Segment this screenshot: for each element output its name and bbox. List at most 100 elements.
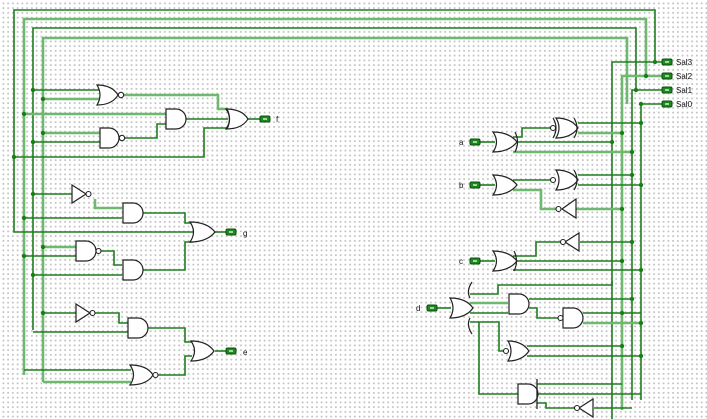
not-gate[interactable]	[577, 397, 594, 419]
not-gate[interactable]	[563, 231, 580, 253]
input-pin-a[interactable]	[469, 138, 481, 146]
junction-dot	[40, 130, 46, 136]
inversion-bubble	[89, 309, 96, 317]
xnor-gate[interactable]	[554, 117, 579, 139]
wire[interactable]	[124, 93, 228, 111]
junction-dot	[638, 182, 644, 188]
wire[interactable]	[513, 241, 561, 257]
junction-dot	[30, 87, 36, 93]
wire[interactable]	[537, 402, 575, 409]
junction-dot	[638, 267, 644, 273]
wire-sal0[interactable]	[640, 103, 664, 400]
or-gate-a[interactable]	[491, 131, 518, 153]
output-pin-e[interactable]	[225, 347, 237, 355]
nor-gate[interactable]	[128, 364, 154, 386]
inversion-bubble	[555, 205, 562, 213]
bus-wire-sal3[interactable]	[13, 9, 656, 157]
output-pin-sal1[interactable]	[661, 86, 673, 94]
input-label-d: d	[416, 304, 420, 313]
input-pin-c[interactable]	[469, 257, 481, 265]
wire[interactable]	[93, 199, 122, 210]
xnor-gate-arc	[573, 117, 578, 139]
inversion-bubble	[85, 190, 92, 198]
or-gate[interactable]	[188, 221, 216, 243]
nor-gate[interactable]	[506, 340, 530, 362]
and-gate[interactable]	[508, 293, 530, 315]
nand-gate[interactable]	[562, 307, 584, 329]
inversion-bubble	[559, 238, 567, 246]
wire[interactable]	[513, 127, 552, 138]
output-label-sal1: Sal1	[676, 86, 693, 95]
wire[interactable]	[470, 281, 613, 295]
not-gate[interactable]	[71, 183, 88, 205]
junction-dot	[638, 320, 644, 326]
wire[interactable]	[100, 250, 122, 266]
inversion-bubble	[117, 91, 125, 99]
wire[interactable]	[13, 157, 193, 233]
nand-gate[interactable]	[75, 240, 97, 262]
or-gate-d[interactable]	[448, 297, 474, 319]
junction-dot	[638, 120, 644, 126]
wire[interactable]	[470, 321, 505, 352]
and-gate[interactable]	[165, 108, 187, 130]
bus-wire-sal2[interactable]	[22, 17, 648, 375]
not-gate[interactable]	[75, 302, 92, 324]
inversion-bubble	[95, 247, 102, 255]
wire[interactable]	[143, 212, 193, 224]
and-gate[interactable]	[127, 317, 149, 339]
output-pin-g[interactable]	[225, 228, 237, 236]
output-label-sal2: Sal2	[676, 72, 693, 81]
junction-dot	[619, 130, 625, 136]
nor-gate[interactable]	[95, 84, 119, 106]
output-pin-f[interactable]	[259, 115, 271, 123]
junction-dot	[633, 87, 639, 93]
wire[interactable]	[529, 307, 560, 319]
nand-gate[interactable]	[99, 127, 120, 149]
and-gate[interactable]	[517, 383, 539, 405]
wire-sal1[interactable]	[631, 89, 664, 400]
output-pin-sal2[interactable]	[661, 72, 673, 80]
or-gate[interactable]	[189, 340, 215, 362]
junction-dot	[40, 96, 46, 102]
wire[interactable]	[478, 322, 519, 395]
junction-dot	[643, 73, 649, 79]
f-block: f	[11, 84, 279, 160]
wire[interactable]	[143, 241, 193, 271]
or-gate-c[interactable]	[491, 250, 518, 272]
xnor-gate[interactable]	[554, 169, 579, 191]
bus-wire-sal1[interactable]	[32, 27, 637, 330]
wire[interactable]	[14, 127, 228, 158]
junction-dot	[40, 310, 46, 316]
inversion-bubble	[549, 124, 557, 132]
wire[interactable]	[157, 355, 192, 376]
and-gate[interactable]	[122, 202, 144, 224]
inversion-bubble	[502, 347, 510, 355]
or-gate-b[interactable]	[491, 174, 518, 196]
bus-wire-sal0[interactable]	[41, 36, 629, 382]
wire-sal2[interactable]	[620, 74, 664, 410]
wire-sal3[interactable]	[611, 61, 664, 419]
junction-dot	[21, 111, 27, 117]
and-gate[interactable]	[122, 259, 144, 281]
junction-dot	[21, 215, 27, 221]
junction-dot	[629, 172, 635, 178]
junction-dot	[652, 59, 658, 65]
output-label-e: e	[243, 348, 248, 357]
gate-input-shield	[514, 131, 519, 153]
output-label-g: g	[243, 229, 247, 238]
wire[interactable]	[95, 312, 128, 324]
junction-dot	[30, 139, 36, 145]
wire[interactable]	[124, 123, 168, 139]
wire[interactable]	[513, 188, 556, 211]
junction-dot	[629, 149, 635, 155]
inversion-bubble	[152, 371, 159, 379]
not-gate[interactable]	[560, 197, 577, 220]
output-pin-sal3[interactable]	[661, 58, 673, 66]
wire[interactable]	[148, 327, 192, 343]
output-pin-sal0[interactable]	[661, 100, 673, 108]
input-pin-b[interactable]	[469, 181, 481, 189]
junction-dot	[619, 343, 625, 349]
input-pin-d[interactable]	[426, 304, 438, 312]
